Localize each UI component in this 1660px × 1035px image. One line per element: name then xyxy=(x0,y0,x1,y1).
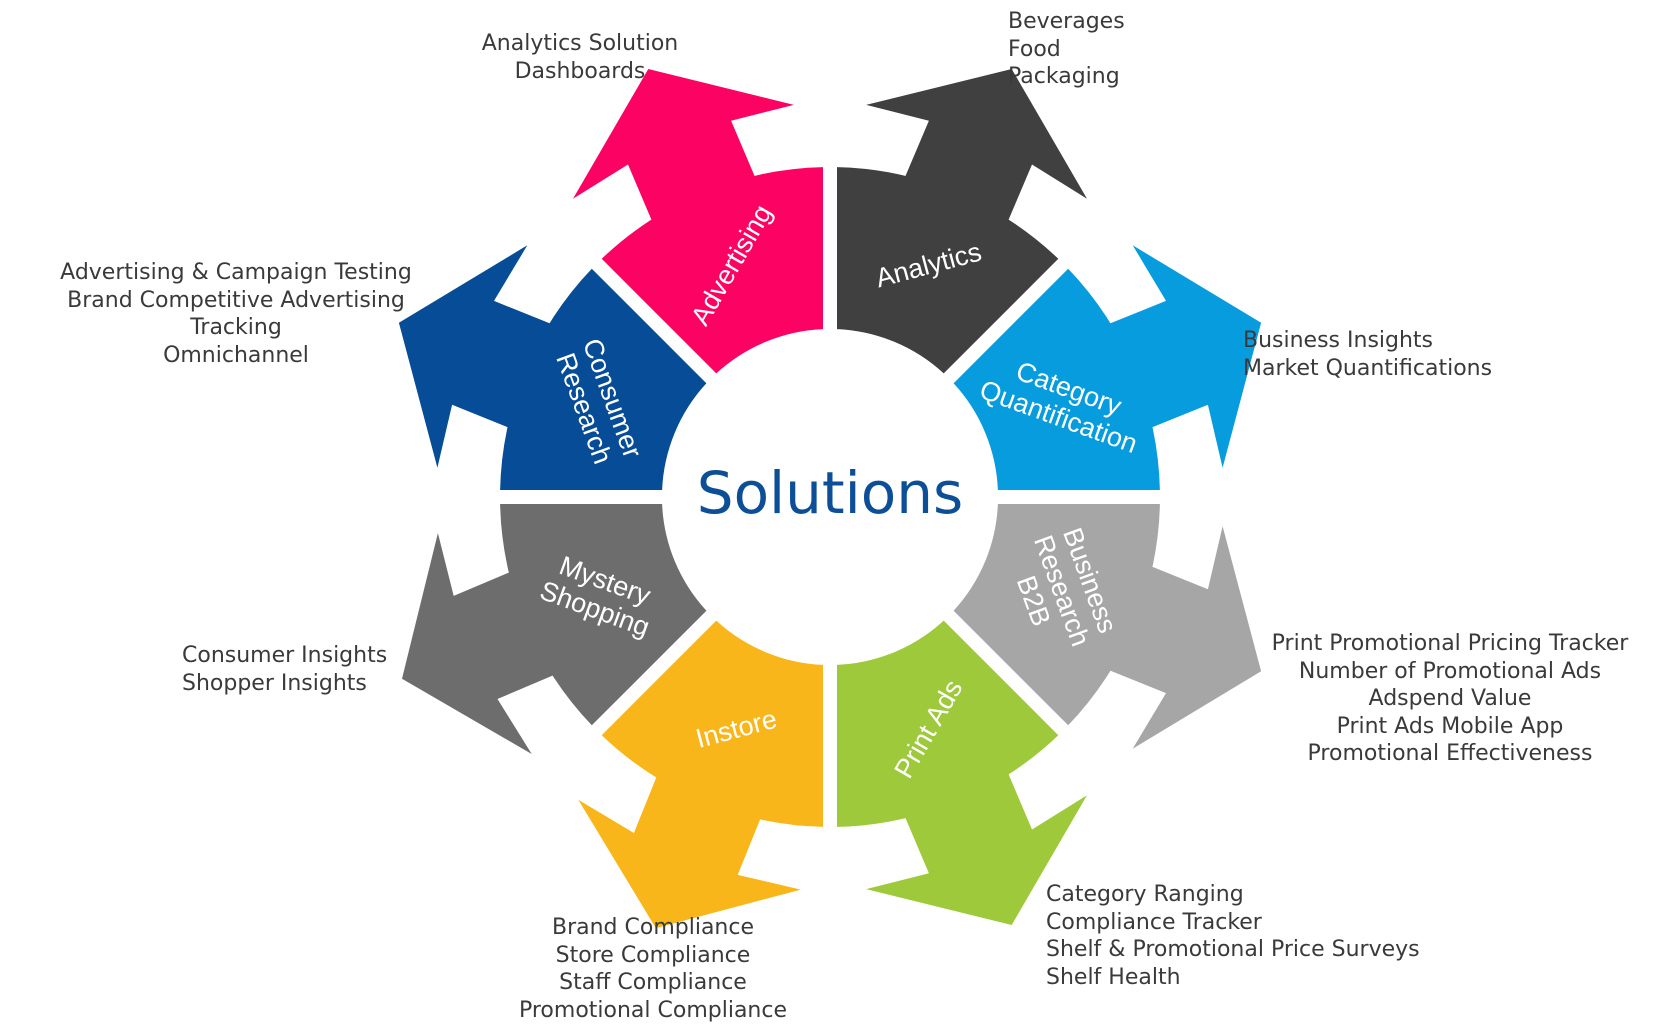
description-line: Tracking xyxy=(190,315,282,340)
description-line: Packaging xyxy=(1008,64,1120,89)
consumer-descriptions: Consumer Insights Shopper Insights xyxy=(182,642,432,697)
description-line: Compliance Tracker xyxy=(1046,909,1262,935)
description-line: Store Compliance xyxy=(555,942,751,968)
description-line: Shelf & Promotional Price Surveys xyxy=(1046,937,1420,962)
business-descriptions: Business Insights Market Quantifications xyxy=(1243,327,1543,382)
segment-mystery xyxy=(402,504,707,754)
segment-business xyxy=(953,504,1262,749)
instore-ring-segment xyxy=(601,620,823,827)
print-ring-segment xyxy=(837,620,1059,827)
description-line: Print Ads Mobile App xyxy=(1336,713,1564,739)
instore-descriptions: Category Ranging Compliance Tracker Shel… xyxy=(1046,881,1446,991)
segment-advertising xyxy=(573,69,823,374)
description-line: Food xyxy=(1008,36,1061,62)
description-line: Shopper Insights xyxy=(182,670,367,696)
segment-analytics xyxy=(837,69,1087,374)
description-line: Analytics Solution xyxy=(481,31,679,56)
description-line: Adspend Value xyxy=(1368,686,1532,711)
segment-print xyxy=(837,620,1087,925)
description-line: Shelf Health xyxy=(1046,964,1181,990)
consumer-ring-segment xyxy=(500,268,707,490)
description-line: Consumer Insights xyxy=(182,643,388,668)
description-line: Number of Promotional Ads xyxy=(1298,658,1602,684)
category-ring-segment xyxy=(953,268,1160,490)
mystery-ring-segment xyxy=(500,504,707,726)
description-line: Staff Compliance xyxy=(559,970,747,995)
description-line: Market Quantifications xyxy=(1243,355,1493,381)
advertising-descriptions: Advertising & Campaign Testing Brand Com… xyxy=(36,259,436,369)
category-descriptions: Beverages Food Packaging xyxy=(1008,8,1208,91)
center-title: Solutions xyxy=(697,459,964,527)
advertising-ring-segment xyxy=(601,167,823,374)
print-descriptions: Print Promotional Pricing Tracker Number… xyxy=(1250,630,1650,768)
analytics-descriptions: Analytics Solution Dashboards xyxy=(450,30,710,85)
analytics-ring-segment xyxy=(837,167,1059,374)
description-line: Beverages xyxy=(1008,9,1125,34)
description-line: Dashboards xyxy=(514,58,646,84)
description-line: Promotional Compliance xyxy=(518,997,788,1023)
segment-category xyxy=(953,245,1262,490)
description-line: Business Insights xyxy=(1243,328,1434,353)
description-line: Category Ranging xyxy=(1046,882,1244,907)
description-line: Brand Compliance xyxy=(551,915,755,940)
description-line: Print Promotional Pricing Tracker xyxy=(1271,631,1629,656)
wheel-segments xyxy=(398,69,1262,929)
business-ring-segment xyxy=(953,504,1160,726)
description-line: Advertising & Campaign Testing xyxy=(60,260,412,285)
description-line: Brand Competitive Advertising xyxy=(67,287,405,313)
description-line: Promotional Effectiveness xyxy=(1307,741,1593,766)
segment-instore xyxy=(578,620,823,929)
description-line: Omnichannel xyxy=(163,342,309,368)
mystery-descriptions: Brand Compliance Store Compliance Staff … xyxy=(503,914,803,1024)
segment-consumer xyxy=(398,245,707,490)
